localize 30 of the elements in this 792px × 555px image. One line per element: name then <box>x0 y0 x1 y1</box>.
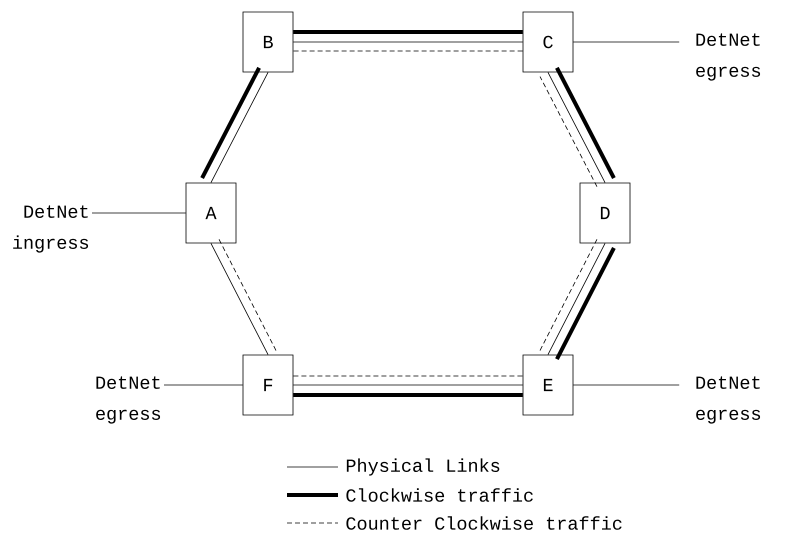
station-box: E <box>522 354 574 416</box>
link-line <box>540 76 598 188</box>
link-line <box>293 50 523 52</box>
link-line <box>548 243 606 355</box>
link-line <box>92 212 186 214</box>
station-box: A <box>186 182 236 244</box>
link-line <box>555 247 616 360</box>
link-line <box>200 66 261 179</box>
link-line <box>218 238 276 351</box>
station-box: D <box>580 182 630 244</box>
link-line <box>210 72 268 183</box>
link-line <box>293 30 523 34</box>
link-line <box>555 66 616 179</box>
legend-label: Physical Links <box>346 458 500 476</box>
link-line <box>210 243 268 355</box>
port-label: DetNet egress <box>696 33 760 81</box>
link-line <box>293 393 523 397</box>
link-line <box>293 384 523 386</box>
port-label: DetNet egress <box>696 376 760 424</box>
port-label: DetNet egress <box>96 376 160 424</box>
legend-label: Clockwise traffic <box>346 488 533 502</box>
link-line <box>540 238 598 351</box>
link-line <box>164 384 243 386</box>
link-line <box>573 384 680 386</box>
station-box: F <box>242 354 294 416</box>
station-box: C <box>522 12 574 72</box>
port-label: DetNet ingress <box>13 205 88 253</box>
station-box: B <box>242 12 294 72</box>
link-line <box>548 72 606 183</box>
legend-label: Counter Clockwise traffic <box>346 516 622 530</box>
